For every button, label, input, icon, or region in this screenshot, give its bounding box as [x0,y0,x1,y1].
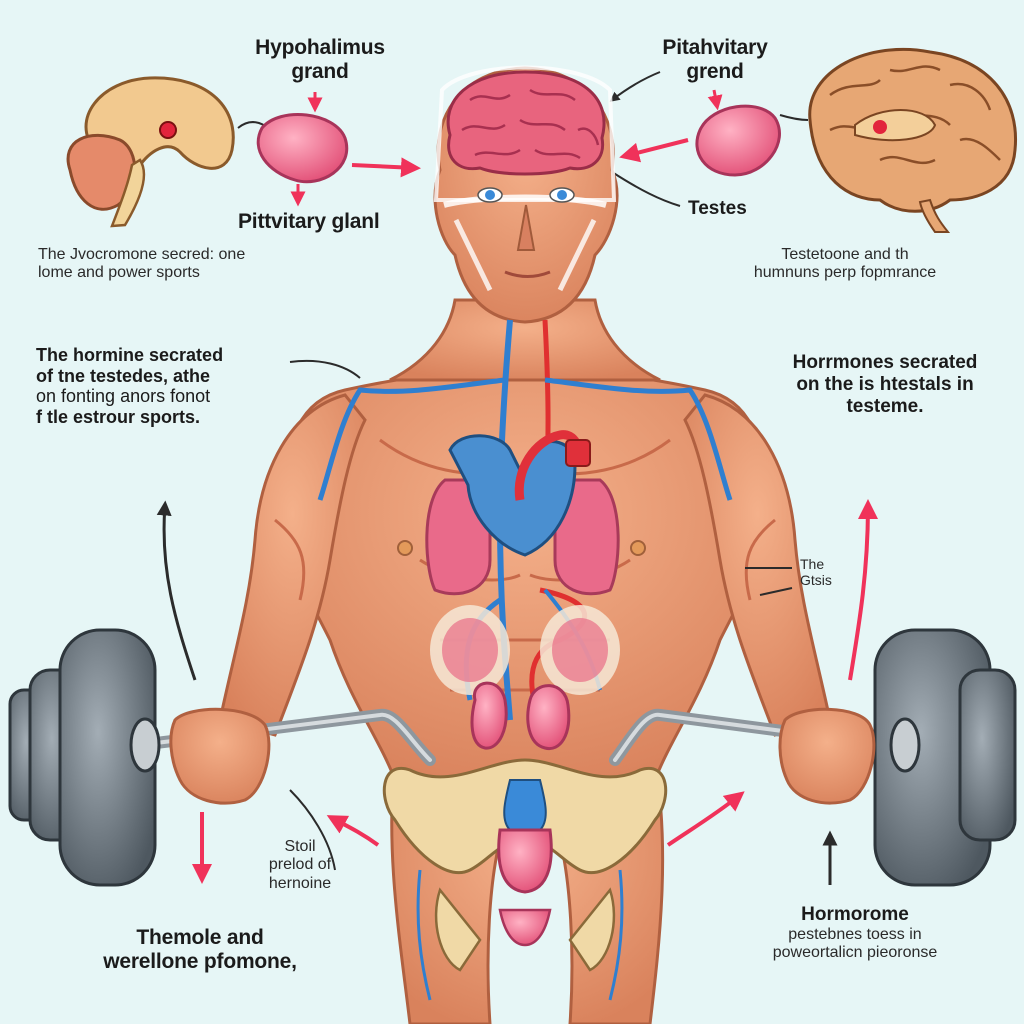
heart-icon [448,430,591,557]
label-right-mid: Horrmones secrated on the is htestals in… [792,352,978,417]
label-right-side-small: The Gtsis [800,556,832,589]
abdomen-organs [430,605,620,695]
brain-right-icon [808,47,1018,233]
label-hypothalamus: Hypohalimus grand [255,36,385,84]
label-pituitary-gland: Pittvitary glanl [238,210,380,233]
label-left-caption: The Jvocromone secred: one lome and powe… [38,246,246,282]
pituitary-gland-left-icon [256,113,349,184]
label-bottom-left: Themole and werellone pfomone, [103,926,297,974]
brain-icon [446,70,606,176]
label-center-low: Stoil prelod of hernoine [268,838,332,892]
pituitary-gland-right-icon [695,104,781,177]
barbell-icon [8,628,1017,887]
label-right-caption: Testetoone and th humnuns perp fopmrance [753,246,937,282]
label-testes-top: Testes [688,198,747,219]
pelvis-icon [382,758,668,972]
kidney-glands-icon [470,681,571,751]
brain-section-left-icon [66,76,235,228]
arrow-icon [156,359,878,885]
label-left-mid: The hormine secrated of tne testedes, at… [36,345,224,428]
hands [169,707,876,805]
label-bottom-right: Hormorome pestebnes toess in poweortalic… [772,904,938,962]
label-pituitary-top: Pitahvitary grend [662,36,768,84]
